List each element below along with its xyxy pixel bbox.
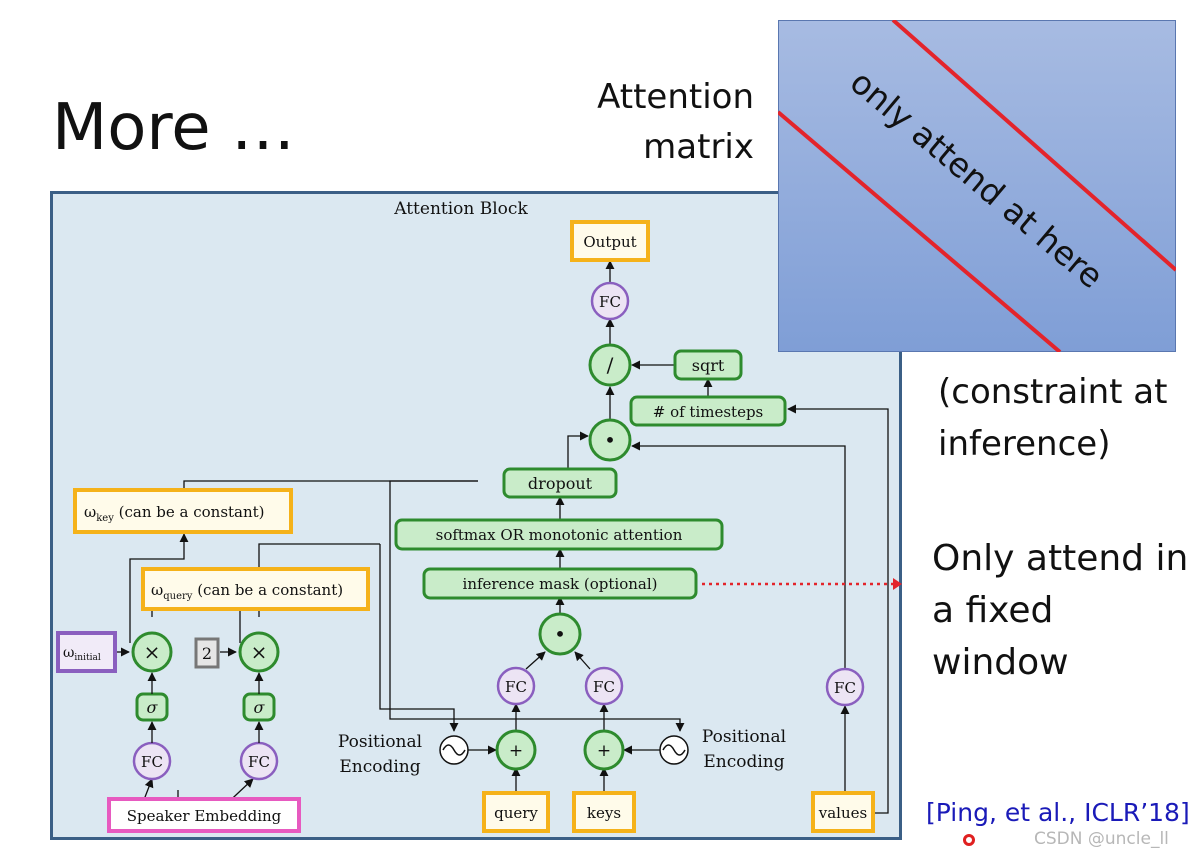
constraint-note: (constraint at inference) bbox=[938, 366, 1167, 470]
w-query-label: ωquery (can be a constant) bbox=[151, 581, 343, 602]
dot-product-top-node bbox=[588, 418, 632, 462]
positional-encoding-right-line1: Positional bbox=[702, 727, 786, 747]
multiply-left-label: × bbox=[144, 640, 161, 664]
fixed-window-note-line2: a fixed window bbox=[932, 590, 1069, 683]
watermark: CSDN @uncle_ll bbox=[1034, 829, 1169, 849]
dropout-label: dropout bbox=[528, 474, 593, 493]
sqrt-label: sqrt bbox=[692, 356, 725, 375]
attention-block-diagram: Attention Block bbox=[50, 191, 902, 840]
attention-block-svg: Attention Block bbox=[50, 191, 902, 840]
w-initial-label: ωinitial bbox=[63, 645, 101, 663]
fc-top-node bbox=[590, 281, 630, 321]
positional-encoding-left-icon bbox=[439, 735, 469, 765]
lower-window-bound bbox=[776, 110, 1062, 354]
fc-values-node bbox=[825, 667, 865, 707]
fc-values-label: FC bbox=[834, 679, 856, 697]
timesteps-label: # of timesteps bbox=[653, 403, 764, 421]
dot-product-top-label: • bbox=[604, 428, 616, 452]
values-box bbox=[811, 791, 875, 833]
fc-keys-node bbox=[584, 666, 624, 706]
plus-query-label: + bbox=[509, 741, 523, 761]
plus-query-node bbox=[495, 729, 537, 771]
fc-left-label: FC bbox=[141, 753, 163, 771]
plus-keys-node bbox=[583, 729, 625, 771]
sqrt-box bbox=[673, 349, 743, 381]
dropout-box bbox=[502, 467, 618, 499]
dot-product-mid-node bbox=[538, 612, 582, 656]
positional-encoding-right-line2: Encoding bbox=[703, 752, 784, 772]
fc-top-label: FC bbox=[599, 293, 621, 311]
constant-two-label: 2 bbox=[202, 644, 212, 663]
softmax-box bbox=[394, 518, 724, 551]
w-query-box bbox=[141, 567, 370, 611]
divide-label: / bbox=[607, 353, 614, 377]
query-label: query bbox=[494, 804, 538, 822]
fixed-window-note: Only attend in a fixed window bbox=[932, 533, 1196, 689]
plus-keys-label: + bbox=[597, 741, 611, 761]
keys-label: keys bbox=[587, 804, 621, 822]
query-box bbox=[482, 791, 550, 833]
w-key-box bbox=[73, 488, 293, 534]
fc-query-node bbox=[496, 666, 536, 706]
sigma-right-label: σ bbox=[254, 698, 266, 717]
pointer-icon bbox=[963, 834, 975, 846]
multiply-right-node bbox=[238, 631, 280, 673]
constant-two-box bbox=[194, 637, 220, 669]
fixed-window-note-line1: Only attend in bbox=[932, 538, 1189, 579]
diagram-title: Attention Block bbox=[393, 199, 528, 219]
attention-matrix: only attend at here bbox=[776, 18, 1178, 354]
multiply-right-label: × bbox=[251, 640, 268, 664]
fc-right-label: FC bbox=[248, 753, 270, 771]
sigma-left-label: σ bbox=[147, 698, 159, 717]
speaker-embedding-label: Speaker Embedding bbox=[127, 807, 282, 825]
softmax-label: softmax OR monotonic attention bbox=[436, 526, 683, 544]
positional-encoding-left-line1: Positional bbox=[338, 732, 422, 752]
attention-matrix-label: Attention matrix bbox=[560, 72, 754, 172]
constraint-note-line1: (constraint at bbox=[938, 372, 1168, 412]
positional-encoding-left-line2: Encoding bbox=[339, 757, 420, 777]
citation[interactable]: [Ping, et al., ICLR’18] bbox=[926, 798, 1190, 827]
timesteps-box bbox=[629, 395, 787, 427]
attention-matrix-label-line1: Attention bbox=[597, 77, 754, 117]
w-initial-box bbox=[56, 631, 117, 673]
speaker-embedding-box bbox=[107, 797, 301, 833]
attention-matrix-label-line2: matrix bbox=[643, 127, 754, 167]
slide-title: More … bbox=[52, 91, 295, 165]
fc-query-label: FC bbox=[505, 678, 527, 696]
output-box bbox=[570, 220, 650, 262]
positional-encoding-right-icon bbox=[659, 735, 689, 765]
fc-keys-label: FC bbox=[593, 678, 615, 696]
inference-mask-box bbox=[422, 567, 698, 600]
attention-matrix-svg: only attend at here bbox=[776, 18, 1178, 354]
constraint-note-line2: inference) bbox=[938, 424, 1111, 464]
upper-window-bound bbox=[891, 18, 1178, 272]
keys-box bbox=[572, 791, 636, 833]
divide-node bbox=[588, 343, 632, 387]
output-label: Output bbox=[583, 233, 636, 251]
multiply-left-node bbox=[131, 631, 173, 673]
attention-matrix-square bbox=[778, 20, 1176, 352]
values-label: values bbox=[818, 804, 867, 822]
inference-mask-label: inference mask (optional) bbox=[463, 575, 658, 593]
dot-product-mid-label: • bbox=[554, 622, 566, 646]
w-key-label: ωkey (can be a constant) bbox=[84, 503, 265, 524]
